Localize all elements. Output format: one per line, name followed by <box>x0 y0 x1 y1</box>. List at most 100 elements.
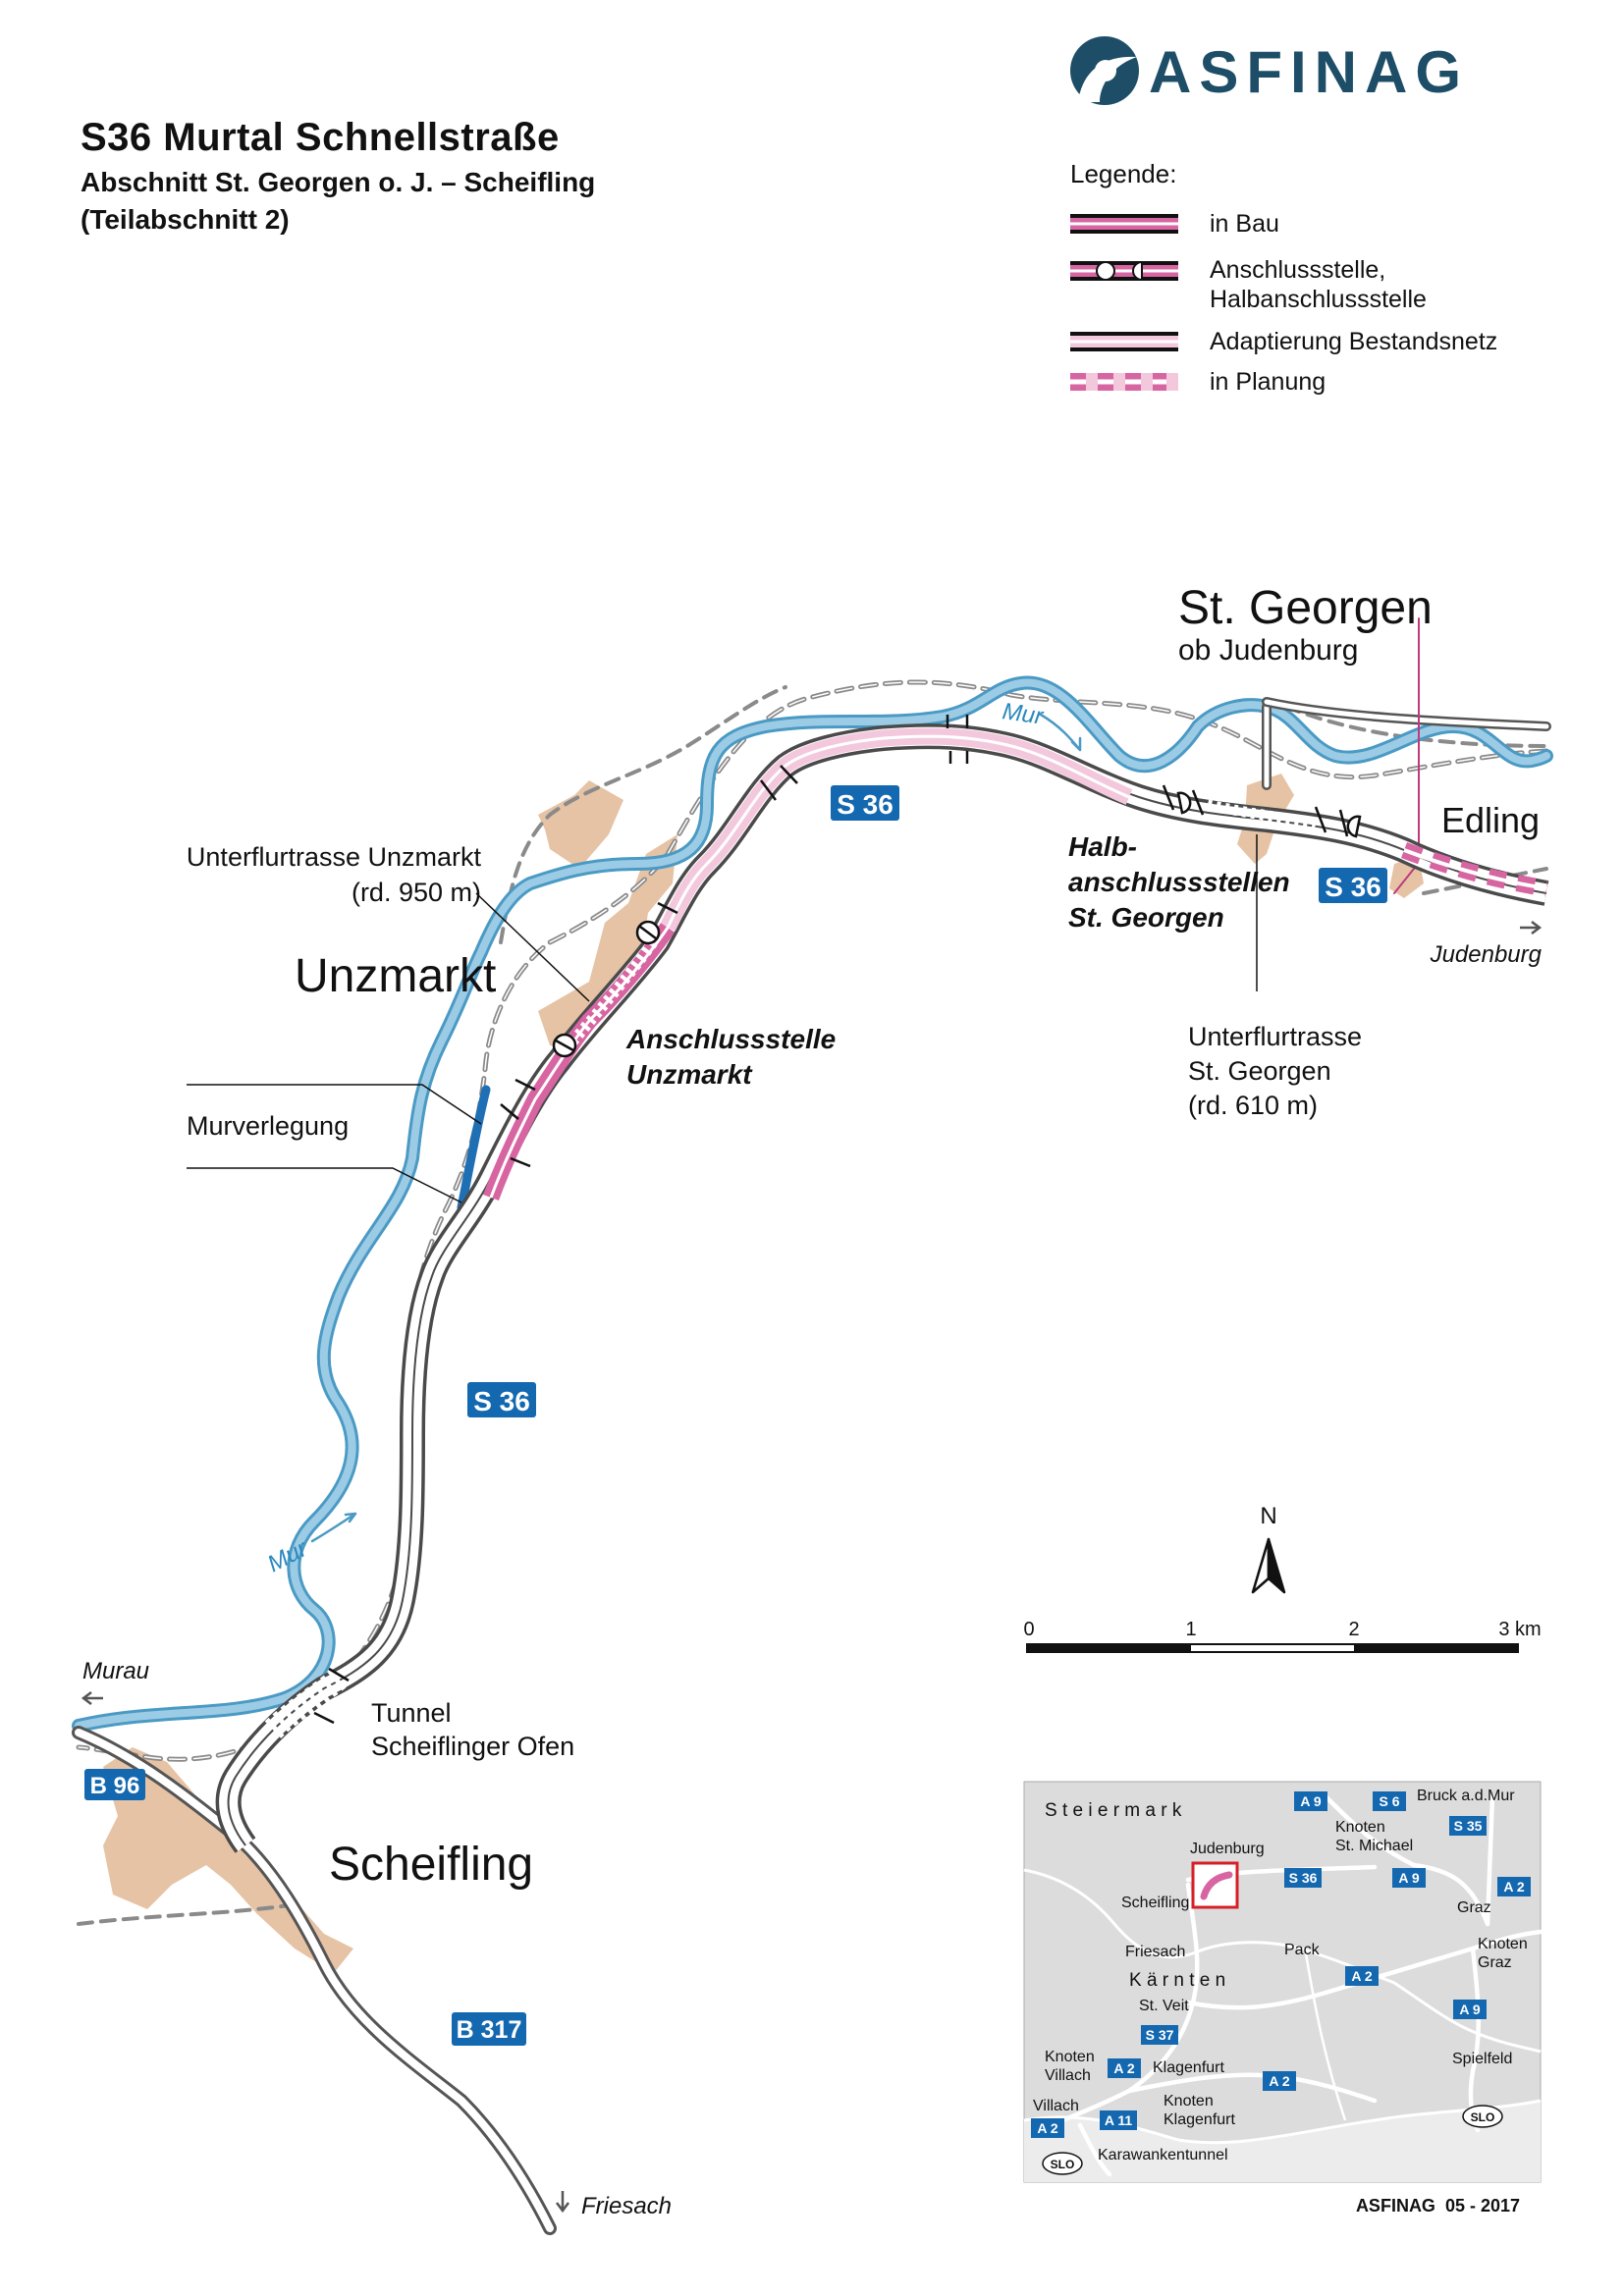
inset-place-graz: Graz <box>1457 1899 1491 1916</box>
legend-label-adaptierung: Adaptierung Bestandsnetz <box>1210 328 1497 355</box>
svg-text:S 36: S 36 <box>1325 872 1381 902</box>
legend-swatch-anschlussstelle <box>1070 260 1178 282</box>
svg-text:A 2: A 2 <box>1113 2060 1134 2076</box>
inset-badge-a2-graz: A 2 <box>1497 1877 1531 1896</box>
svg-text:A 9: A 9 <box>1398 1870 1419 1886</box>
svg-text:A 2: A 2 <box>1503 1879 1524 1895</box>
svg-text:A 9: A 9 <box>1300 1793 1321 1809</box>
arrow-left-icon <box>81 1691 103 1705</box>
label-mur-upper: Mur <box>1001 698 1046 730</box>
place-ob-judenburg: ob Judenburg <box>1178 634 1359 667</box>
legend-label-in-bau: in Bau <box>1210 210 1279 238</box>
svg-text:A 11: A 11 <box>1105 2112 1132 2128</box>
svg-text:Murau: Murau <box>82 1658 149 1684</box>
river-arrow-lower <box>310 1512 357 1543</box>
scale-tick-2: 2 <box>1348 1619 1359 1640</box>
inset-place-bruck: Bruck a.d.Mur <box>1417 1788 1515 1804</box>
svg-text:Friesach: Friesach <box>581 2193 672 2219</box>
inset-place-klagenfurt: Klagenfurt <box>1153 2059 1224 2076</box>
inset-place-villach: Villach <box>1033 2098 1079 2114</box>
svg-text:A 9: A 9 <box>1459 2002 1480 2017</box>
arrow-right-icon <box>1520 921 1543 934</box>
arrow-down-icon <box>556 2191 569 2214</box>
legend-label-in-planung: in Planung <box>1210 368 1326 396</box>
svg-text:A 2: A 2 <box>1037 2120 1057 2136</box>
page-subtitle-section: (Teilabschnitt 2) <box>81 204 290 235</box>
svg-text:Judenburg: Judenburg <box>1430 941 1543 968</box>
asfinag-wave-icon <box>1070 36 1139 105</box>
legend-swatch-in-planung <box>1070 373 1178 391</box>
junction-st-georgen-east <box>1346 815 1362 838</box>
svg-text:SLO: SLO <box>1051 2158 1075 2171</box>
inset-focus-frame <box>1191 1861 1239 1909</box>
badge-s36-top: S 36 <box>831 785 899 821</box>
inset-badge-a9-mid: A 9 <box>1392 1868 1426 1888</box>
north-arrow: N <box>1251 1503 1286 1594</box>
railway-north-loop <box>499 685 787 944</box>
label-tunnel-name: Scheiflinger Ofen <box>371 1732 574 1761</box>
scale-tick-1: 1 <box>1185 1619 1196 1640</box>
inset-place-knoten-klagenfurt: Knoten <box>1164 2093 1214 2109</box>
svg-text:S 6: S 6 <box>1379 1793 1399 1809</box>
page-subtitle: Abschnitt St. Georgen o. J. – Scheifling <box>81 167 596 197</box>
s36-route <box>215 723 1549 1853</box>
inset-place-friesach: Friesach <box>1125 1944 1185 1960</box>
label-murverlegung: Murverlegung <box>187 1111 349 1141</box>
inset-badge-a2-pack: A 2 <box>1345 1966 1379 1986</box>
inset-place-knoten-graz: Knoten <box>1478 1936 1528 1952</box>
inset-badge-s6: S 6 <box>1373 1791 1406 1811</box>
unterflur-st-georgen <box>1206 799 1317 828</box>
svg-text:S 36: S 36 <box>1289 1870 1318 1886</box>
direction-murau: Murau <box>81 1658 149 1705</box>
junction-unzmarkt-north <box>635 920 661 945</box>
inset-place-knoten-klagenfurt-name: Klagenfurt <box>1164 2111 1235 2128</box>
bridge-markers <box>313 715 1349 1725</box>
inset-place-knoten-villach-name: Villach <box>1045 2067 1091 2084</box>
inset-badge-a2-west: A 2 <box>1031 2118 1064 2138</box>
inset-place-pack: Pack <box>1284 1942 1321 1958</box>
inset-place-knoten-graz-name: Graz <box>1478 1954 1512 1971</box>
inset-place-scheifling: Scheifling <box>1121 1895 1189 1911</box>
north-arrow-icon <box>1251 1537 1286 1594</box>
svg-text:S 35: S 35 <box>1454 1818 1483 1834</box>
inset-place-knoten-villach: Knoten <box>1045 2049 1095 2065</box>
inset-place-st-veit: St. Veit <box>1139 1998 1189 2014</box>
legend-title: Legende: <box>1070 159 1176 188</box>
river-relocation <box>457 1085 491 1212</box>
label-halb-1: Halb- <box>1068 831 1137 862</box>
river-arrow-upper <box>1039 713 1082 752</box>
badge-s36-edling: S 36 <box>1319 868 1387 903</box>
unterflur-unzmarkt <box>565 938 658 1049</box>
inset-badge-a2-klagenfurt: A 2 <box>1263 2071 1296 2091</box>
inset-badge-s35: S 35 <box>1449 1816 1487 1836</box>
tunnel-scheiflinger-ofen <box>261 1669 347 1741</box>
direction-judenburg: Judenburg <box>1430 921 1543 968</box>
inset-badge-a11: A 11 <box>1100 2110 1137 2130</box>
asfinag-logo: ASFINAG <box>1070 36 1469 105</box>
svg-text:A 2: A 2 <box>1351 1968 1372 1984</box>
inset-place-judenburg: Judenburg <box>1190 1841 1265 1857</box>
junction-st-georgen-west <box>1176 791 1192 815</box>
inset-place-knoten-stm: Knoten <box>1335 1819 1385 1836</box>
badge-b96: B 96 <box>84 1769 145 1800</box>
label-unterflur-unzmarkt: Unterflurtrasse Unzmarkt <box>187 842 482 872</box>
label-anschlussstelle-unzmarkt: Anschlussstelle <box>625 1024 836 1054</box>
inset-map: S t e i e r m a r k K ä r n t e n Bruck … <box>1023 1781 1543 2183</box>
inset-badge-s37: S 37 <box>1141 2025 1178 2045</box>
inset-badge-a2-villach: A 2 <box>1108 2058 1141 2078</box>
label-halb-2: anschlussstellen <box>1068 867 1290 897</box>
label-halb-3: St. Georgen <box>1068 902 1224 933</box>
footer-credit: ASFINAG 05 - 2017 <box>1356 2196 1520 2216</box>
direction-friesach: Friesach <box>556 2191 672 2219</box>
legend-swatch-in-bau <box>1070 214 1178 234</box>
label-tunnel: Tunnel <box>371 1698 452 1728</box>
badge-b317: B 317 <box>452 2012 526 2046</box>
inset-badges: A 9 S 6 S 35 S 36 A 9 A 2 A 2 A 9 S 37 A… <box>1031 1791 1531 2175</box>
logo-text: ASFINAG <box>1149 39 1469 105</box>
svg-text:B 96: B 96 <box>90 1773 140 1799</box>
settlement-areas <box>103 774 1424 1973</box>
legend-label-halbanschlussstelle: Halbanschlussstelle <box>1210 286 1427 313</box>
settlement-unzmarkt <box>538 834 677 1048</box>
label-anschlussstelle-unzmarkt-name: Unzmarkt <box>626 1059 753 1090</box>
